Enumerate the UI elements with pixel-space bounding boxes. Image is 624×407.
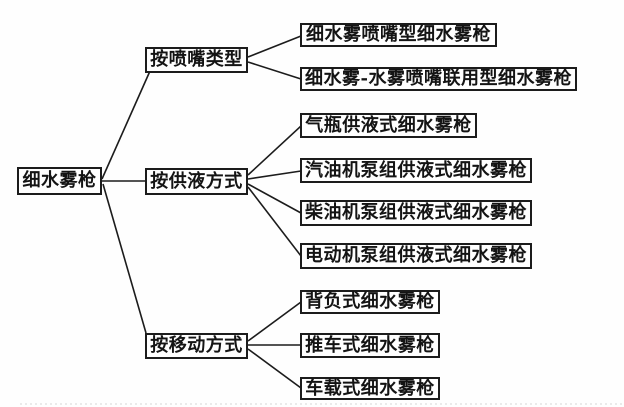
connector-root-to-mobility-mode (102, 183, 147, 334)
leaf-node-backpack-gun: 背负式细水雾枪 (300, 290, 440, 314)
connector-nozzle-1 (247, 35, 302, 58)
root-node-water-mist-gun: 细水雾枪 (17, 167, 102, 195)
connector-supply-1 (247, 125, 302, 176)
connector-nozzle-2 (247, 61, 302, 80)
leaf-node-vehicle-mounted-gun: 车载式细水雾枪 (300, 377, 440, 400)
leaf-node-mist-nozzle-gun: 细水雾喷嘴型细水雾枪 (300, 23, 497, 47)
leaf-node-diesel-pump-supply-gun: 柴油机泵组供液式细水雾枪 (300, 200, 532, 226)
leaf-node-cart-gun: 推车式细水雾枪 (300, 333, 440, 358)
leaf-node-mist-spray-combined-nozzle-gun: 细水雾-水雾喷嘴联用型细水雾枪 (300, 67, 577, 91)
leaf-node-gasoline-pump-supply-gun: 汽油机泵组供液式细水雾枪 (300, 158, 532, 183)
leaf-node-electric-pump-supply-gun: 电动机泵组供液式细水雾枪 (300, 243, 532, 269)
connector-supply-4 (247, 186, 302, 257)
branch-node-mobility-mode: 按移动方式 (145, 333, 248, 359)
connector-mobility-3 (247, 348, 302, 389)
leaf-node-gas-cylinder-supply-gun: 气瓶供液式细水雾枪 (300, 113, 477, 138)
connector-mobility-1 (247, 301, 302, 342)
connector-supply-3 (247, 183, 302, 214)
connector-supply-2 (247, 170, 302, 180)
branch-node-supply-mode: 按供液方式 (145, 168, 248, 195)
connector-root-to-nozzle-type (101, 70, 151, 180)
branch-node-nozzle-type: 按喷嘴类型 (145, 47, 248, 73)
